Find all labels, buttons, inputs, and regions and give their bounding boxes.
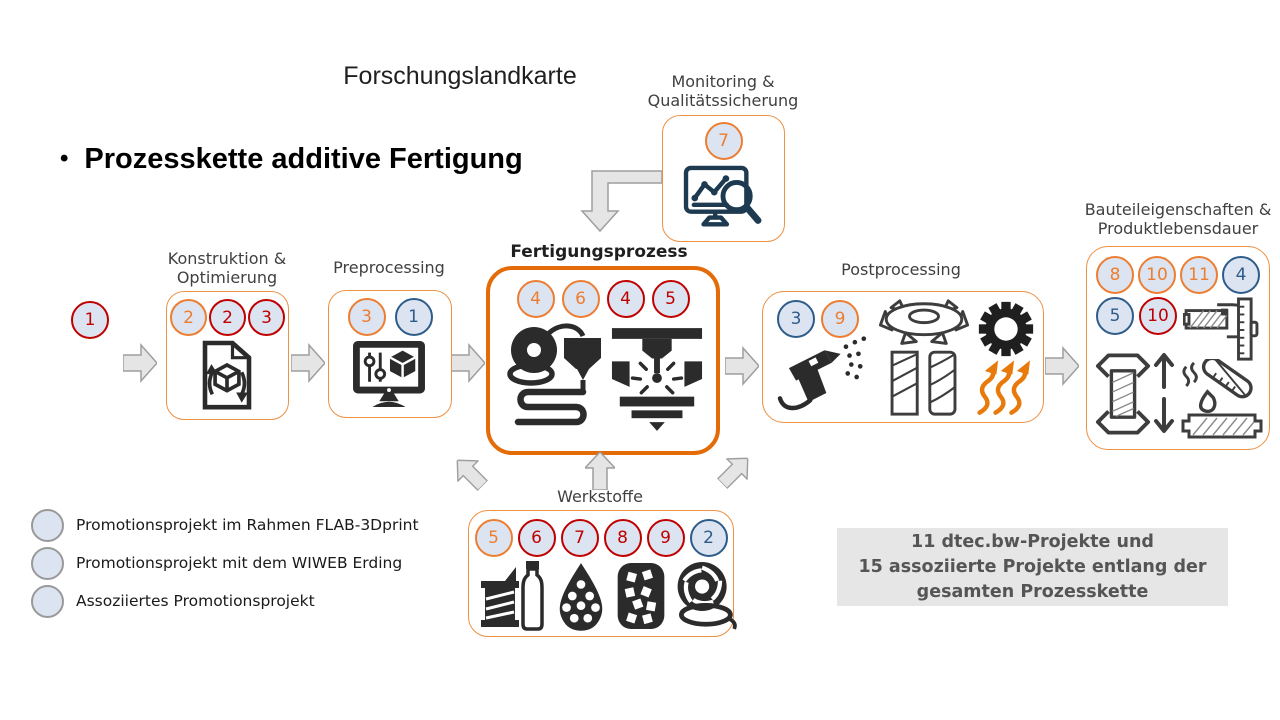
- monitor-chart-magnifier-icon: [683, 165, 762, 227]
- project-badge: 3: [347, 298, 386, 336]
- postprocessing-box: 3 9: [762, 291, 1044, 423]
- preprocessing-label: Preprocessing: [333, 258, 445, 277]
- infobox-line3: gesamten Prozesskette: [916, 581, 1149, 602]
- fertigung-badges: 4 6 4 5: [490, 280, 716, 318]
- preprocessing-box: 3 1: [328, 290, 452, 418]
- konstruktion-badges: 2 2 3: [167, 299, 288, 336]
- flow-arrow: [123, 343, 157, 383]
- monitoring-label: Monitoring & Qualitätssicherung: [647, 72, 799, 110]
- werkstoffe-box: 5 6 7 8 9 2: [468, 510, 737, 637]
- supply-arrow-up: [585, 452, 615, 490]
- project-badge: 7: [704, 122, 743, 160]
- legend-circle-flab: [31, 508, 64, 542]
- monitoring-box: 7: [662, 115, 785, 242]
- filament-extruder-icon: [507, 323, 601, 426]
- legend-label: Promotionsprojekt mit dem WIWEB Erding: [76, 554, 403, 572]
- project-badge: 8: [1096, 256, 1134, 294]
- page-title: Forschungslandkarte: [343, 62, 577, 90]
- project-badge: 10: [1139, 297, 1177, 335]
- project-badge: 9: [821, 300, 859, 338]
- feedback-bent-arrow: [580, 170, 662, 233]
- project-badge: 7: [560, 519, 599, 557]
- supply-arrow-upright: [716, 457, 749, 490]
- fertigung-box: 4 6 4 5: [486, 266, 720, 455]
- fertigung-label: Fertigungsprozess: [510, 242, 688, 262]
- gear-icon: [978, 301, 1034, 357]
- project-badge: 2: [170, 299, 207, 336]
- project-badge: 8: [603, 519, 642, 557]
- section-heading: • Prozesskette additive Fertigung: [60, 143, 523, 176]
- project-badge: 4: [606, 280, 645, 318]
- legend-circle-assoziiert: [31, 584, 64, 618]
- legend-item: Assoziiertes Promotionsprojekt: [31, 584, 419, 618]
- legend-label: Assoziiertes Promotionsprojekt: [76, 592, 315, 610]
- konstruktion-label: Konstruktion & Optimierung: [167, 249, 287, 287]
- konstruktion-box: 2 2 3: [166, 291, 289, 420]
- project-badge: 4: [516, 280, 555, 318]
- monitoring-badges: 7: [663, 122, 784, 160]
- project-badge: 5: [1096, 297, 1134, 335]
- project-badge: 9: [646, 519, 685, 557]
- project-badge: 10: [1138, 256, 1176, 294]
- flow-arrow: [725, 346, 759, 386]
- werkstoffe-badges: 5 6 7 8 9 2: [469, 519, 733, 557]
- flow-arrow: [451, 343, 485, 383]
- flow-arrow: [291, 343, 325, 383]
- legend: Promotionsprojekt im Rahmen FLAB-3Dprint…: [31, 508, 419, 622]
- powder-droplet-icon: [559, 563, 603, 631]
- thread-spool-bottle-icon: [481, 561, 544, 631]
- legend-item: Promotionsprojekt im Rahmen FLAB-3Dprint: [31, 508, 419, 542]
- supply-arrow-upleft: [456, 459, 489, 492]
- infobox-line2: 15 assoziierte Projekte entlang der: [858, 556, 1207, 577]
- hatched-bar-icon: [1181, 413, 1263, 439]
- section-heading-text: Prozesskette additive Fertigung: [84, 143, 523, 175]
- project-badge: 3: [777, 300, 815, 338]
- project-badge: 3: [248, 299, 285, 336]
- project-badge: 6: [517, 519, 556, 557]
- filament-spool-icon: [677, 562, 737, 630]
- face-mill-icon: [879, 299, 969, 416]
- up-down-arrows-icon: [1154, 353, 1174, 433]
- project-badge: 11: [1180, 256, 1218, 294]
- spray-gun-icon: [777, 336, 867, 411]
- bauteile-box: 8 10 11 4 5 10: [1086, 246, 1270, 450]
- postprocessing-label: Postprocessing: [841, 260, 961, 279]
- pouring-tube-icon: [1182, 359, 1253, 413]
- laser-powderbed-icon: [611, 328, 703, 431]
- bauteile-label: Bauteileigenschaften & Produktlebensdaue…: [1084, 200, 1272, 238]
- bauteile-badges-row1: 8 10 11 4: [1087, 256, 1269, 294]
- project-badge: 4: [1222, 256, 1260, 294]
- heat-arrows-icon: [977, 360, 1031, 415]
- project-badge: 2: [209, 299, 246, 336]
- werkstoffe-label: Werkstoffe: [557, 487, 643, 506]
- slicing-monitor-icon: [353, 340, 425, 408]
- infobox-line1: 11 dtec.bw-Projekte und: [911, 531, 1154, 552]
- project-badge: 1: [71, 301, 109, 339]
- project-badge: 6: [561, 280, 600, 318]
- project-badge: 5: [474, 519, 513, 557]
- cad-document-cube-icon: [202, 340, 252, 410]
- project-badge: 5: [651, 280, 690, 318]
- flow-arrow: [1045, 346, 1079, 386]
- preprocessing-badges: 3 1: [329, 298, 451, 336]
- project-count-infobox: 11 dtec.bw-Projekte und 15 assoziierte P…: [837, 528, 1228, 606]
- legend-label: Promotionsprojekt im Rahmen FLAB-3Dprint: [76, 516, 419, 534]
- caliper-icon: [1183, 297, 1259, 361]
- granulate-container-icon: [617, 562, 665, 630]
- project-badge: 2: [689, 519, 728, 557]
- legend-item: Promotionsprojekt mit dem WIWEB Erding: [31, 546, 419, 580]
- legend-circle-wiweb: [31, 546, 64, 580]
- end-mills-icon: [890, 350, 957, 416]
- bullet-glyph: •: [60, 145, 69, 172]
- tensile-specimen-icon: [1095, 353, 1151, 435]
- project-badge: 1: [394, 298, 433, 336]
